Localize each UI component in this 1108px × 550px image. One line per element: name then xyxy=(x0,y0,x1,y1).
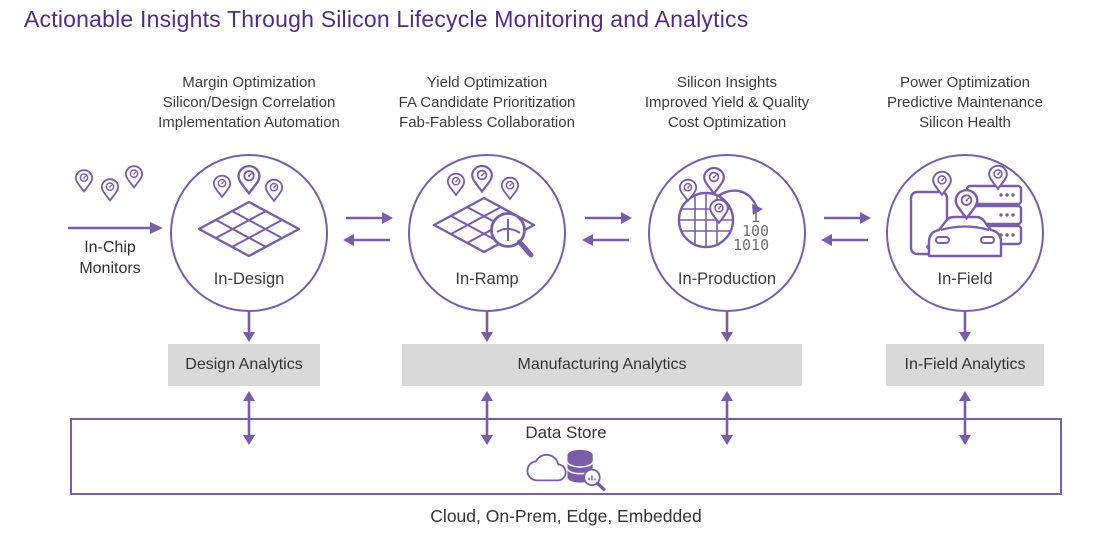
data-store-label: Data Store xyxy=(525,423,607,442)
benefit-line: Power Optimization xyxy=(899,74,1031,91)
bidirectional-arrow-icon xyxy=(243,391,255,445)
down-arrow-icon xyxy=(481,311,493,342)
benefits-in-production: Silicon Insights Improved Yield & Qualit… xyxy=(602,73,852,133)
manufacturing-analytics-box: Manufacturing Analytics xyxy=(402,344,802,386)
data-store-box: Data Store xyxy=(70,418,1062,495)
benefits-in-design: Margin Optimization Silicon/Design Corre… xyxy=(124,73,374,133)
stage-label: In-Field xyxy=(937,270,993,288)
benefits-in-ramp: Yield Optimization FA Candidate Prioriti… xyxy=(362,73,612,133)
down-arrow-icon xyxy=(721,311,733,342)
bidirectional-arrow-icon xyxy=(721,391,733,445)
stage-circle-in-field: In-Field xyxy=(886,154,1044,312)
map-magnifier-pins-icon xyxy=(432,164,536,258)
cloud-database-search-icon xyxy=(526,449,606,491)
in-field-analytics-box: In-Field Analytics xyxy=(886,344,1044,386)
benefit-line: FA Candidate Prioritization xyxy=(398,94,576,111)
stage-label: In-Production xyxy=(677,270,777,288)
benefit-line: Implementation Automation xyxy=(158,114,340,131)
analytics-label: Manufacturing Analytics xyxy=(517,356,687,373)
benefit-line: Silicon Health xyxy=(919,114,1011,131)
in-chip-monitors-label: In-Chip Monitors xyxy=(79,239,141,277)
stage-circle-in-design: In-Design xyxy=(170,154,328,312)
design-analytics-box: Design Analytics xyxy=(168,344,320,386)
right-arrow-icon xyxy=(68,222,163,234)
stage-circle-in-production: 1 100 1010 In-Production xyxy=(648,154,806,312)
analytics-label: Design Analytics xyxy=(185,356,303,373)
benefit-line: Silicon Insights xyxy=(676,74,778,91)
benefit-line: Cost Optimization xyxy=(667,114,787,131)
benefit-line: Silicon/Design Correlation xyxy=(162,94,336,111)
exchange-arrows-icon xyxy=(582,212,632,246)
stage-label: In-Ramp xyxy=(455,270,519,288)
binary-digits: 1010 xyxy=(733,236,769,254)
down-arrow-icon xyxy=(243,311,255,342)
deployment-options-label: Cloud, On-Prem, Edge, Embedded xyxy=(430,506,702,526)
page-title: Actionable Insights Through Silicon Life… xyxy=(24,6,749,32)
binary-digits: 100 xyxy=(742,222,769,240)
benefits-in-field: Power Optimization Predictive Maintenanc… xyxy=(840,73,1090,133)
binary-digits: 1 xyxy=(751,208,760,226)
benefit-line: Improved Yield & Quality xyxy=(644,94,810,111)
globe-binary-pins-icon: 1 100 1010 xyxy=(677,166,769,254)
exchange-arrows-icon xyxy=(343,212,393,246)
exchange-arrows-icon xyxy=(821,212,871,246)
devices-car-server-pins-icon xyxy=(909,164,1023,258)
benefit-line: Fab-Fabless Collaboration xyxy=(399,114,575,131)
bidirectional-arrow-icon xyxy=(959,391,971,445)
benefit-line: Yield Optimization xyxy=(426,74,548,91)
bidirectional-arrow-icon xyxy=(481,391,493,445)
benefit-line: Margin Optimization xyxy=(182,74,316,91)
stage-label: In-Design xyxy=(213,270,285,288)
benefit-line: Predictive Maintenance xyxy=(887,94,1043,111)
stage-circle-in-ramp: In-Ramp xyxy=(408,154,566,312)
chip-monitor-pins-icon xyxy=(74,165,144,202)
analytics-label: In-Field Analytics xyxy=(904,356,1026,373)
floorplan-pins-icon xyxy=(197,164,301,258)
down-arrow-icon xyxy=(959,311,971,342)
